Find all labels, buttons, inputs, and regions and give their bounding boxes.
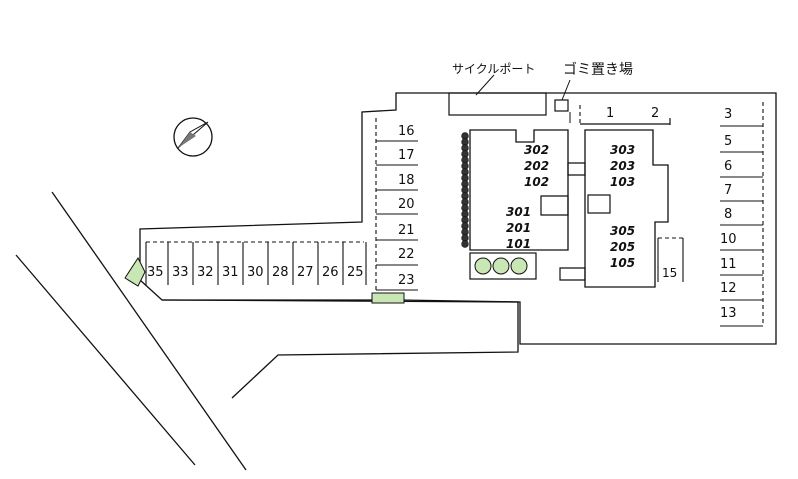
north-arrow-icon bbox=[173, 117, 213, 157]
site-boundary bbox=[139, 92, 777, 345]
unit-102: 102 bbox=[524, 175, 549, 189]
parking-center-column: 16 17 18 20 21 22 23 bbox=[375, 118, 418, 291]
unit-203: 203 bbox=[610, 159, 635, 173]
units-left-lower: 301 201 101 bbox=[506, 205, 531, 251]
garbage-leader bbox=[561, 79, 571, 101]
unit-305: 305 bbox=[610, 224, 635, 238]
green-patch-entrance bbox=[371, 292, 405, 304]
building-connector-lower bbox=[559, 267, 586, 281]
units-left-upper: 302 202 102 bbox=[524, 143, 549, 189]
unit-301: 301 bbox=[506, 205, 531, 219]
building-connector-upper bbox=[567, 162, 586, 176]
road-edge-lower bbox=[15, 254, 196, 466]
parking-space-25: 25 bbox=[347, 265, 364, 280]
parking-space-12: 12 bbox=[720, 281, 737, 296]
parking-space-20: 20 bbox=[398, 197, 415, 212]
parking-space-27: 27 bbox=[297, 265, 314, 280]
unit-202: 202 bbox=[524, 159, 549, 173]
parking-space-8: 8 bbox=[724, 207, 732, 222]
parking-space-32: 32 bbox=[197, 265, 214, 280]
parking-space-31: 31 bbox=[222, 265, 239, 280]
unit-105: 105 bbox=[610, 256, 635, 270]
parking-top-row: 1 2 bbox=[579, 105, 671, 125]
parking-space-10: 10 bbox=[720, 232, 737, 247]
road-edge-upper bbox=[51, 191, 247, 471]
parking-space-26: 26 bbox=[322, 265, 339, 280]
unit-205: 205 bbox=[610, 240, 635, 254]
parking-space-18: 18 bbox=[398, 173, 415, 188]
parking-space-2: 2 bbox=[651, 106, 659, 121]
parking-space-15: 15 bbox=[662, 266, 677, 280]
parking-space-17: 17 bbox=[398, 148, 415, 163]
parking-space-6: 6 bbox=[724, 159, 732, 174]
parking-space-35: 35 bbox=[147, 265, 164, 280]
parking-space-30: 30 bbox=[247, 265, 264, 280]
parking-space-3: 3 bbox=[724, 107, 732, 122]
parking-space-11: 11 bbox=[720, 257, 737, 272]
parking-space-22: 22 bbox=[398, 247, 415, 262]
garbage-label: ゴミ置き場 bbox=[563, 61, 633, 78]
building-connector-left bbox=[540, 195, 569, 216]
unit-201: 201 bbox=[506, 221, 531, 235]
hedge-dot bbox=[461, 240, 469, 248]
cycle-port-leader bbox=[475, 74, 495, 96]
units-right-lower: 305 205 105 bbox=[610, 224, 635, 270]
parking-bottom-row: 35 33 32 31 30 28 27 26 25 bbox=[145, 241, 367, 285]
cycle-port-label: サイクルポート bbox=[452, 62, 535, 76]
stair-core bbox=[587, 194, 611, 214]
building-left bbox=[469, 129, 569, 251]
building-right bbox=[584, 129, 669, 288]
hedge-row bbox=[461, 132, 469, 248]
parking-space-1: 1 bbox=[606, 106, 614, 121]
unit-303: 303 bbox=[610, 143, 635, 157]
unit-103: 103 bbox=[610, 175, 635, 189]
parking-space-16: 16 bbox=[398, 124, 415, 139]
parking-space-33: 33 bbox=[172, 265, 189, 280]
parking-space-15-area: 15 bbox=[657, 237, 684, 282]
parking-space-28: 28 bbox=[272, 265, 289, 280]
unit-101: 101 bbox=[506, 237, 531, 251]
parking-space-23: 23 bbox=[398, 273, 415, 288]
unit-302: 302 bbox=[524, 143, 549, 157]
green-patch-left bbox=[124, 256, 146, 287]
cycle-port bbox=[448, 92, 547, 116]
parking-space-5: 5 bbox=[724, 134, 732, 149]
parking-right-column: 3 5 6 7 8 10 11 12 13 bbox=[720, 102, 764, 327]
units-right-upper: 303 203 103 bbox=[610, 143, 635, 189]
planter-box bbox=[469, 252, 537, 280]
parking-space-13: 13 bbox=[720, 306, 737, 321]
driveway-outline bbox=[161, 299, 519, 399]
parking-space-21: 21 bbox=[398, 223, 415, 238]
parking-space-7: 7 bbox=[724, 183, 732, 198]
shrub-icon bbox=[474, 257, 528, 275]
garbage-area bbox=[554, 99, 569, 112]
